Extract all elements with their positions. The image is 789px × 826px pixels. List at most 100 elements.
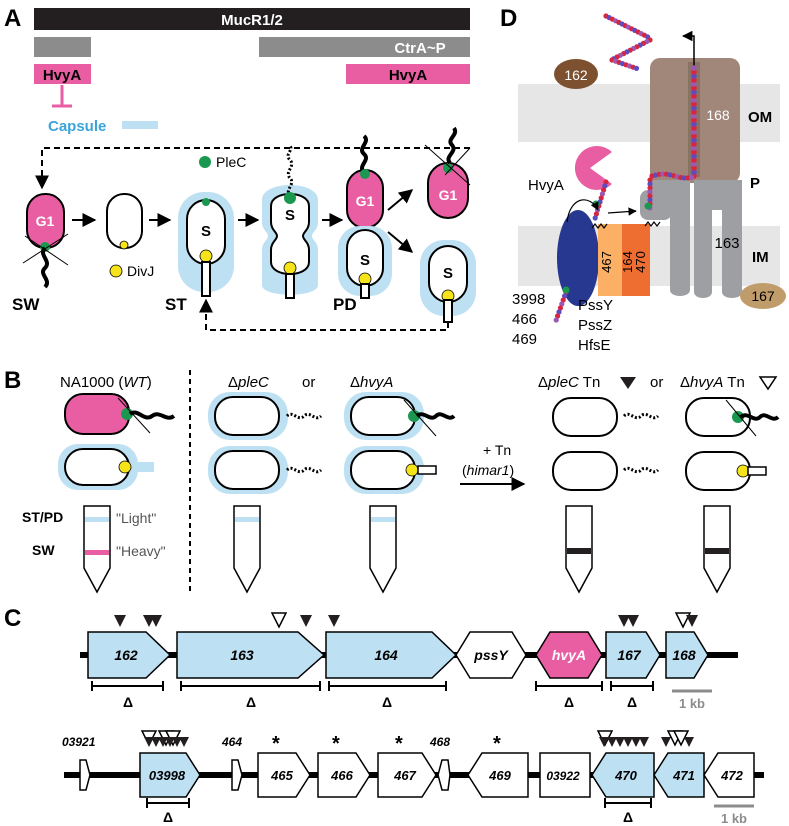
- dhvya-pilus: [403, 399, 437, 437]
- dplec-tn-cell-1: [552, 397, 618, 437]
- sugar-bead: [691, 117, 697, 123]
- feedback-arrow-top: [35, 147, 470, 190]
- gene-471: [653, 752, 705, 798]
- gene-hvya-label: hvyA: [552, 647, 586, 663]
- gene-03998: [139, 752, 201, 798]
- panel-d-letter: D: [500, 5, 517, 32]
- sugar-bead: [601, 187, 607, 193]
- ctra-label: CtrA~P: [394, 40, 445, 57]
- gene-466-label: 466: [330, 768, 353, 783]
- sw-flagellum: [41, 246, 49, 289]
- row2-deletions: [146, 798, 652, 808]
- d-id-2: 466: [512, 311, 537, 328]
- protein-168-label: 168: [706, 107, 730, 123]
- pd-stalk: [360, 283, 370, 299]
- dhvya-label: ΔhvyA: [350, 374, 393, 391]
- tn-filled-marker: [661, 737, 671, 747]
- lipid-anchor-2: [644, 221, 661, 227]
- sugar-bead: [633, 65, 640, 71]
- pd-s-label: S: [360, 252, 370, 269]
- ctra-bar-left: [34, 37, 91, 57]
- gene-163: [176, 631, 326, 679]
- gene-pssy: [455, 631, 527, 679]
- sugar-bead: [691, 105, 697, 111]
- gene-168: [665, 631, 709, 679]
- tn-name-label: (himar1): [462, 462, 514, 478]
- protein-163-label: 163: [714, 235, 739, 252]
- delta-162: Δ: [123, 694, 133, 710]
- gene-465: [257, 752, 311, 798]
- tn-filled-marker: [172, 737, 182, 747]
- protein-164-label: 164: [620, 251, 635, 273]
- dplec-cell-2: [214, 450, 280, 490]
- daughter-pilus-a: [424, 144, 471, 186]
- plec-legend-dot: [199, 156, 211, 168]
- gene-471-label: 471: [672, 768, 695, 783]
- sugar-bead: [691, 69, 697, 75]
- pd-plec-dot: [360, 169, 370, 179]
- tn-filled-marker: [599, 737, 609, 747]
- sugar-bead: [691, 129, 697, 135]
- delta-167: Δ: [627, 694, 637, 710]
- sugar-bead: [691, 153, 697, 159]
- gene-03922: [539, 752, 591, 798]
- d-pss-2: PssZ: [578, 317, 612, 334]
- tn-filled-marker: [627, 615, 639, 627]
- tube-dplec-tn-band: [567, 548, 591, 554]
- sugar-bead: [691, 137, 697, 143]
- sugar-bead: [691, 157, 697, 163]
- hvya-bar-right: [346, 64, 470, 84]
- dplec-tn-label: ΔpleC Tn: [538, 374, 600, 391]
- gene-163-label: 163: [230, 647, 254, 663]
- dividing-body: [270, 193, 310, 275]
- protein-162-label: 162: [564, 67, 588, 83]
- im-label: IM: [752, 249, 769, 266]
- dhvya-flagellum: [415, 412, 456, 420]
- deletion-bracket-470: [604, 798, 652, 808]
- glycosyl-anchor-bead: [644, 202, 652, 210]
- sugar-bead: [691, 77, 697, 83]
- plec-label: PleC: [216, 154, 246, 170]
- gene-467: [377, 752, 437, 798]
- tn-filled-marker: [639, 737, 649, 747]
- gene-164: [325, 631, 458, 679]
- arrow-split-down: [387, 231, 414, 253]
- sugar-bead: [691, 81, 697, 87]
- sugar-bead: [691, 165, 697, 171]
- transition-cell: [106, 193, 143, 250]
- dhvya-stalk: [417, 465, 437, 475]
- dhvya-tn-flagellum: [739, 413, 780, 421]
- tn-filled-marker: [615, 737, 625, 747]
- sugar-bead: [599, 191, 606, 197]
- d-id-1: 3998: [512, 291, 545, 308]
- sugar-bead: [691, 121, 697, 127]
- gene-hvya: [535, 631, 603, 679]
- feedback-arrow-bottom: [199, 298, 449, 331]
- wt-st-stalk: [136, 462, 154, 472]
- panel-c: C 162 163 164 pssY hvyA 167 168: [4, 605, 764, 826]
- dhvya-tn-stalk: [747, 466, 767, 476]
- st-divj-dot: [199, 249, 213, 263]
- outer-membrane: [518, 84, 780, 142]
- deletion-bracket-hvya: [535, 681, 603, 691]
- or-label-1: or: [302, 374, 315, 391]
- tube-wt-light-band: [85, 517, 109, 522]
- wt-sw-flagellum: [128, 410, 176, 420]
- sugar-bead: [681, 175, 688, 181]
- sugar-bead: [691, 133, 697, 139]
- tn-filled-marker: [686, 615, 698, 627]
- sw-cell: G1 SW: [12, 193, 69, 314]
- tn-filled-marker: [151, 737, 161, 747]
- pd-g1-label: G1: [356, 193, 375, 209]
- light-label: "Light": [116, 510, 156, 526]
- tn-filled-marker: [144, 737, 154, 747]
- delta-470: Δ: [623, 809, 633, 825]
- gene-470: [591, 752, 655, 798]
- sugar-bead: [555, 313, 561, 319]
- deletion-bracket-162: [91, 681, 164, 691]
- sugar-bead: [598, 195, 604, 201]
- dhvya-tn-divj: [736, 464, 750, 478]
- filled-triangle-legend: [620, 377, 636, 389]
- dhvya-plec: [408, 410, 420, 422]
- tube-dplec: [233, 505, 261, 594]
